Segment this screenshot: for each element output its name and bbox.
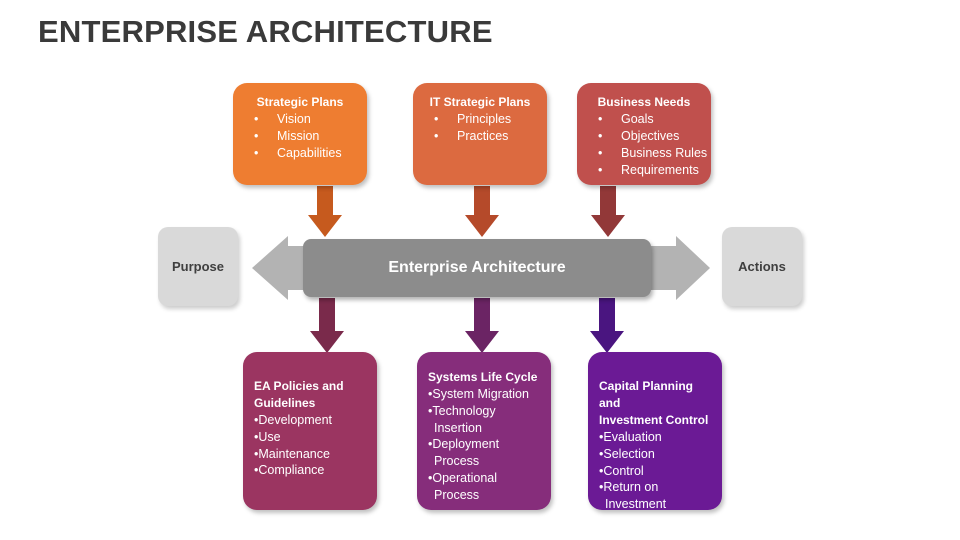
purpose-box: Purpose — [158, 227, 238, 306]
box-heading: Business Needs — [597, 95, 691, 109]
list-item: •Requirements — [598, 163, 699, 177]
list-item: •Principles — [434, 112, 512, 126]
list-item: •Evaluation — [599, 430, 662, 444]
actions-box: Actions — [722, 227, 802, 306]
list-item: •Operational Process — [428, 470, 498, 502]
arrow-business-needs — [591, 186, 625, 237]
list-item: •System Migration — [428, 387, 529, 401]
list-item: •Development — [254, 413, 333, 427]
arrow-strategic-plans — [308, 186, 342, 237]
list-item: •Mission — [254, 129, 320, 143]
arrow-ea-policies — [310, 298, 344, 353]
center-label: Enterprise Architecture — [388, 259, 566, 276]
business-needs-box: Business Needs •Goals •Objectives •Busin… — [577, 83, 711, 185]
list-item: •Maintenance — [254, 446, 330, 461]
box-heading: Capital Planning and — [599, 379, 694, 410]
actions-label: Actions — [738, 259, 786, 274]
list-item: •Objectives — [598, 129, 680, 143]
box-heading: Strategic Plans — [256, 95, 344, 109]
page-title: ENTERPRISE ARCHITECTURE — [38, 14, 493, 49]
ea-policies-box: EA Policies and Guidelines •Development … — [243, 352, 377, 510]
capital-planning-box: Capital Planning and Investment Control … — [588, 352, 722, 512]
list-item: •Return on Investment — [599, 480, 667, 512]
list-item: •Deployment Process — [428, 437, 500, 469]
purpose-label: Purpose — [171, 259, 224, 274]
box-heading: EA Policies and — [254, 379, 344, 393]
list-item: •Goals — [598, 112, 654, 126]
list-item: •Practices — [434, 129, 509, 143]
right-arrow — [648, 236, 710, 300]
list-item: •Business Rules — [598, 146, 708, 160]
box-heading: Systems Life Cycle — [428, 370, 538, 384]
it-strategic-plans-box: IT Strategic Plans •Principles •Practice… — [413, 83, 547, 185]
systems-life-cycle-box: Systems Life Cycle •System Migration •Te… — [417, 352, 551, 510]
arrow-it-strategic-plans — [465, 186, 499, 237]
list-item: •Selection — [599, 446, 655, 461]
list-item: •Capabilities — [254, 146, 342, 160]
box-heading: Guidelines — [254, 396, 316, 410]
enterprise-architecture-bar: Enterprise Architecture — [303, 239, 651, 297]
left-arrow — [252, 236, 305, 300]
strategic-plans-box: Strategic Plans •Vision •Mission •Capabi… — [233, 83, 367, 185]
list-item: •Compliance — [254, 463, 325, 478]
list-item: •Technology Insertion — [428, 403, 496, 435]
box-heading: IT Strategic Plans — [429, 95, 531, 109]
box-heading: Investment Control — [599, 413, 709, 427]
arrow-capital-planning — [590, 298, 624, 353]
list-item: •Vision — [254, 112, 311, 126]
list-item: •Control — [599, 463, 644, 478]
arrow-systems-life-cycle — [465, 298, 499, 353]
list-item: •Use — [254, 429, 281, 444]
